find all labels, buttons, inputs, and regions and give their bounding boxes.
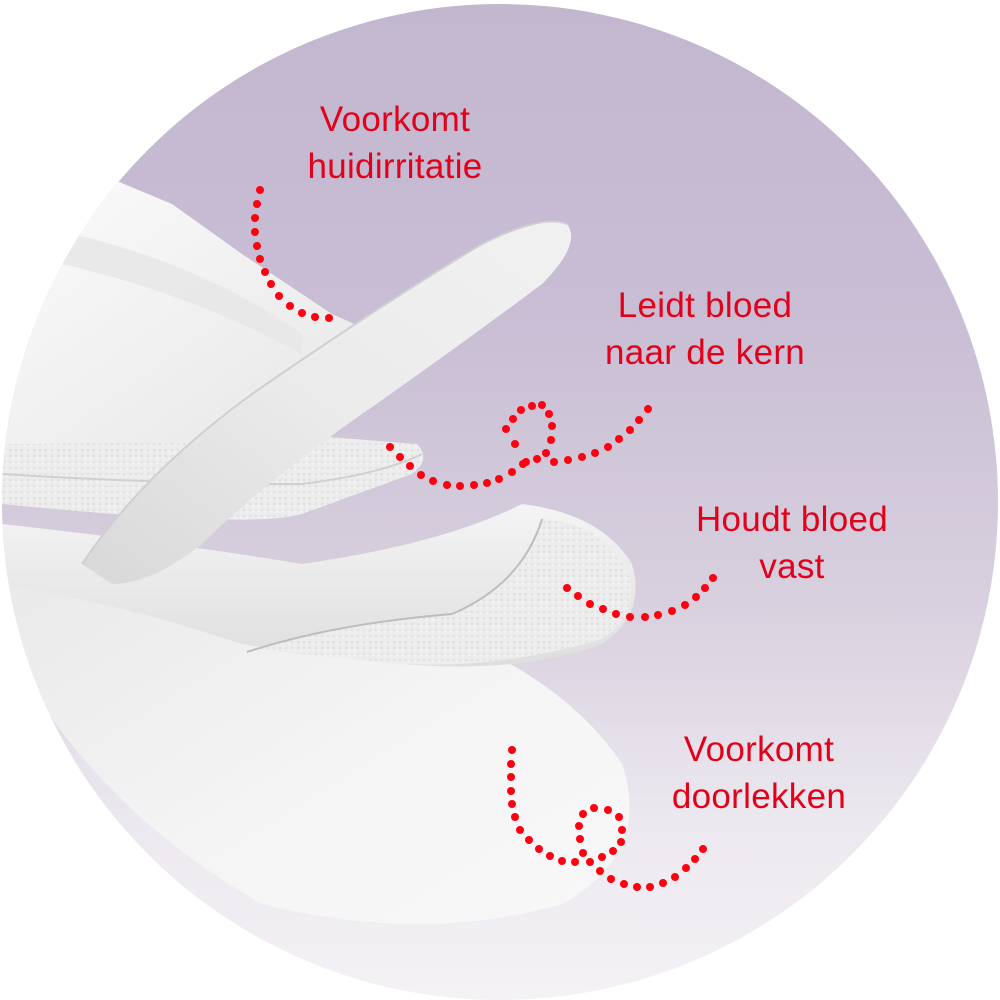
dotted-pointer-holds-blood (563, 574, 717, 621)
label-holds-blood: Houdt bloed vast (682, 496, 902, 590)
pad-top-sheet-flap (81, 220, 572, 584)
label-skin-irritation: Voorkomt huidirritatie (285, 96, 505, 190)
label-skin-irritation-line2: huidirritatie (307, 147, 483, 186)
label-prevents-leaking-line1: Voorkomt (683, 730, 835, 769)
dotted-pointer-blood-to-core (386, 401, 652, 490)
label-prevents-leaking-line2: doorlekken (671, 777, 847, 816)
dotted-pointer-skin-irritation (251, 186, 333, 322)
background-circle: Voorkomt huidirritatie Leidt bloed naar … (2, 4, 998, 1000)
dotted-pointer-prevents-leaking (507, 746, 707, 891)
label-prevents-leaking: Voorkomt doorlekken (654, 726, 864, 820)
pad-bottom-layer (2, 534, 630, 924)
label-skin-irritation-line1: Voorkomt (319, 100, 471, 139)
label-blood-to-core-line2: naar de kern (604, 333, 806, 372)
label-holds-blood-line1: Houdt bloed (695, 500, 889, 539)
label-blood-to-core-line1: Leidt bloed (617, 286, 793, 325)
label-blood-to-core: Leidt bloed naar de kern (590, 282, 820, 376)
sanitary-pad-layers-illustration (2, 179, 717, 924)
label-holds-blood-line2: vast (759, 547, 825, 586)
